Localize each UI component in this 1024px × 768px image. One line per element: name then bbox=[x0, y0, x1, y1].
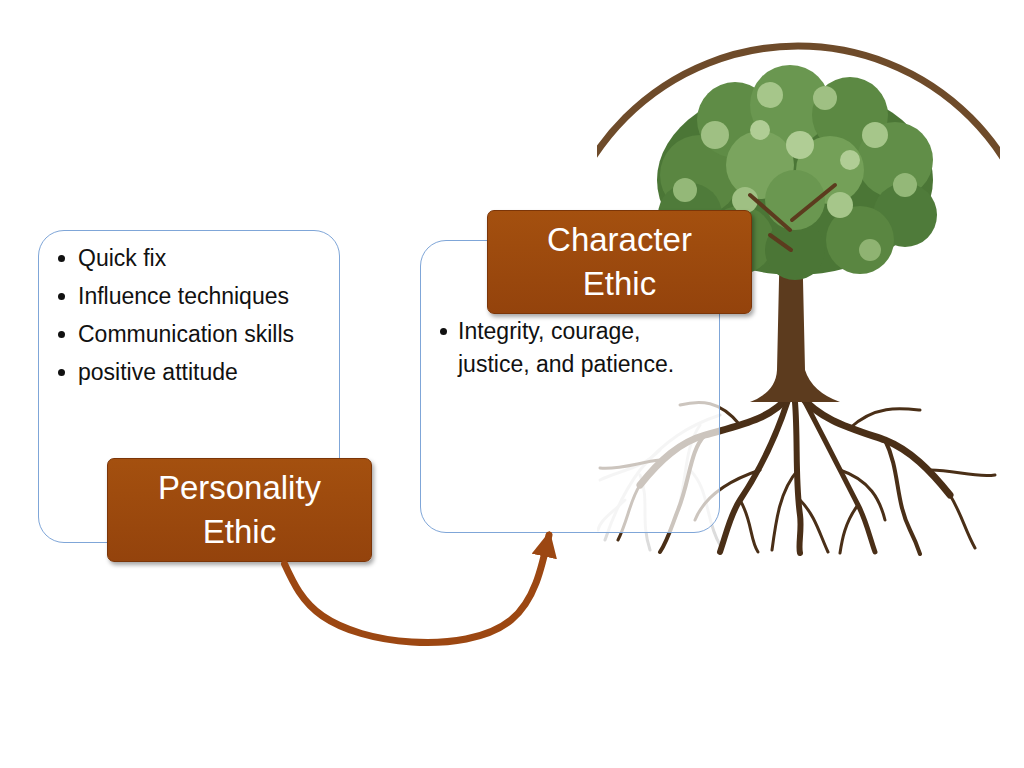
heading-text: Character Ethic bbox=[510, 218, 730, 306]
bullet-item: Integrity, courage, justice, and patienc… bbox=[421, 315, 695, 381]
bullet-text: positive attitude bbox=[78, 356, 317, 389]
bullet-text: Quick fix bbox=[78, 242, 317, 275]
bullet-text: Communication skills bbox=[78, 318, 317, 351]
heading-box: Personality Ethic bbox=[107, 458, 372, 562]
bullet-dot bbox=[440, 328, 447, 335]
bullet-item: Influence techniques bbox=[39, 280, 317, 313]
bullet-item: Quick fix bbox=[39, 242, 317, 275]
bullet-dot bbox=[58, 293, 65, 300]
bullet-dot bbox=[58, 369, 65, 376]
bullet-text: Influence techniques bbox=[78, 280, 317, 313]
bullet-dot bbox=[58, 255, 65, 262]
bullet-item: Communication skills bbox=[39, 318, 317, 351]
heading-box: Character Ethic bbox=[487, 210, 752, 314]
heading-text: Personality Ethic bbox=[130, 466, 350, 554]
bullet-dot bbox=[58, 331, 65, 338]
bullet-item: positive attitude bbox=[39, 356, 317, 389]
tree-branches bbox=[750, 185, 835, 250]
bullet-text: Integrity, courage, justice, and patienc… bbox=[458, 315, 695, 381]
